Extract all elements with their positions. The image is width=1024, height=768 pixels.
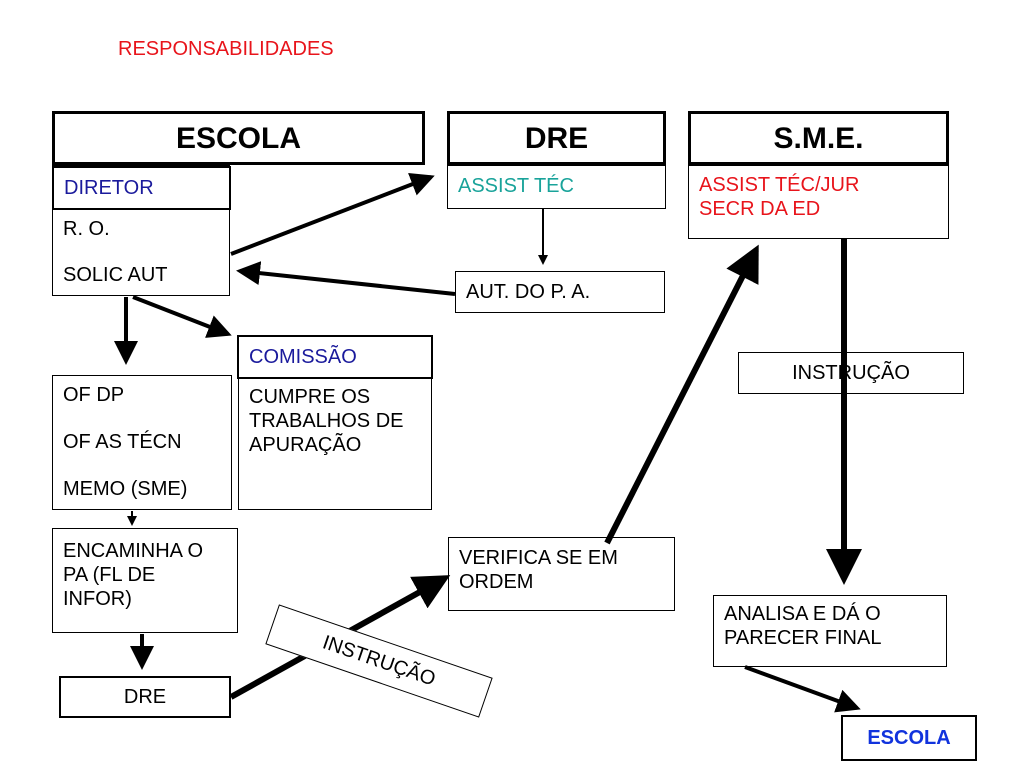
- comissao-box: COMISSÃO: [237, 335, 433, 379]
- cumpre-box: CUMPRE OS TRABALHOS DE APURAÇÃO: [238, 376, 432, 510]
- escola-final-label: ESCOLA: [867, 727, 951, 749]
- header-escola: ESCOLA: [52, 111, 425, 165]
- instrucao-sme-label: INSTRUÇÃO: [792, 362, 910, 384]
- header-sme: S.M.E.: [688, 111, 949, 165]
- aut-pa-box: AUT. DO P. A.: [455, 271, 665, 313]
- dre-bottom-label: DRE: [123, 686, 167, 708]
- escola-final-box: ESCOLA: [841, 715, 977, 761]
- arrow-aut-to-solic: [236, 261, 456, 296]
- secr-da-ed-line: SECR DA ED: [699, 198, 821, 220]
- cumpre-label: CUMPRE OS TRABALHOS DE APURAÇÃO: [249, 386, 404, 456]
- of-dp-line: OF DP: [63, 384, 125, 406]
- diretor-box: DIRETOR: [52, 166, 231, 210]
- of-box: OF DP OF AS TÉCN MEMO (SME): [52, 375, 232, 510]
- comissao-label: COMISSÃO: [249, 346, 357, 368]
- solic-aut-line: SOLIC AUT: [63, 264, 168, 286]
- of-as-tecn-line: OF AS TÉCN: [63, 431, 182, 453]
- header-dre: DRE: [447, 111, 666, 165]
- memo-sme-line: MEMO (SME): [63, 478, 188, 500]
- header-escola-label: ESCOLA: [175, 122, 301, 155]
- assist-tec-box: ASSIST TÉC: [447, 165, 666, 209]
- arrow-ro-to-comissao: [132, 295, 232, 338]
- ro-line: R. O.: [63, 218, 110, 240]
- sme-assist-box: ASSIST TÉC/JUR SECR DA ED: [688, 165, 949, 239]
- page-title: RESPONSABILIDADES: [118, 38, 334, 60]
- arrow-ro-to-assist: [230, 172, 435, 256]
- aut-pa-label: AUT. DO P. A.: [466, 281, 591, 303]
- diretor-label: DIRETOR: [64, 177, 154, 199]
- analisa-box: ANALISA E DÁ O PARECER FINAL: [713, 595, 947, 667]
- header-dre-label: DRE: [524, 122, 589, 155]
- arrow-verifica-to-sme: [604, 244, 759, 545]
- verifica-label: VERIFICA SE EM ORDEM: [459, 547, 618, 593]
- dre-bottom-box: DRE: [59, 676, 231, 718]
- analisa-label: ANALISA E DÁ O PARECER FINAL: [724, 603, 882, 649]
- arrow-analisa-to-escola: [744, 665, 861, 713]
- sme-assist-line: ASSIST TÉC/JUR: [699, 174, 860, 196]
- encaminha-label: ENCAMINHA O PA (FL DE INFOR): [63, 540, 204, 610]
- assist-tec-label: ASSIST TÉC: [458, 175, 574, 197]
- header-sme-label: S.M.E.: [773, 122, 864, 155]
- instrucao-sme-box: INSTRUÇÃO: [738, 352, 964, 394]
- verifica-box: VERIFICA SE EM ORDEM: [448, 537, 675, 611]
- encaminha-box: ENCAMINHA O PA (FL DE INFOR): [52, 528, 238, 633]
